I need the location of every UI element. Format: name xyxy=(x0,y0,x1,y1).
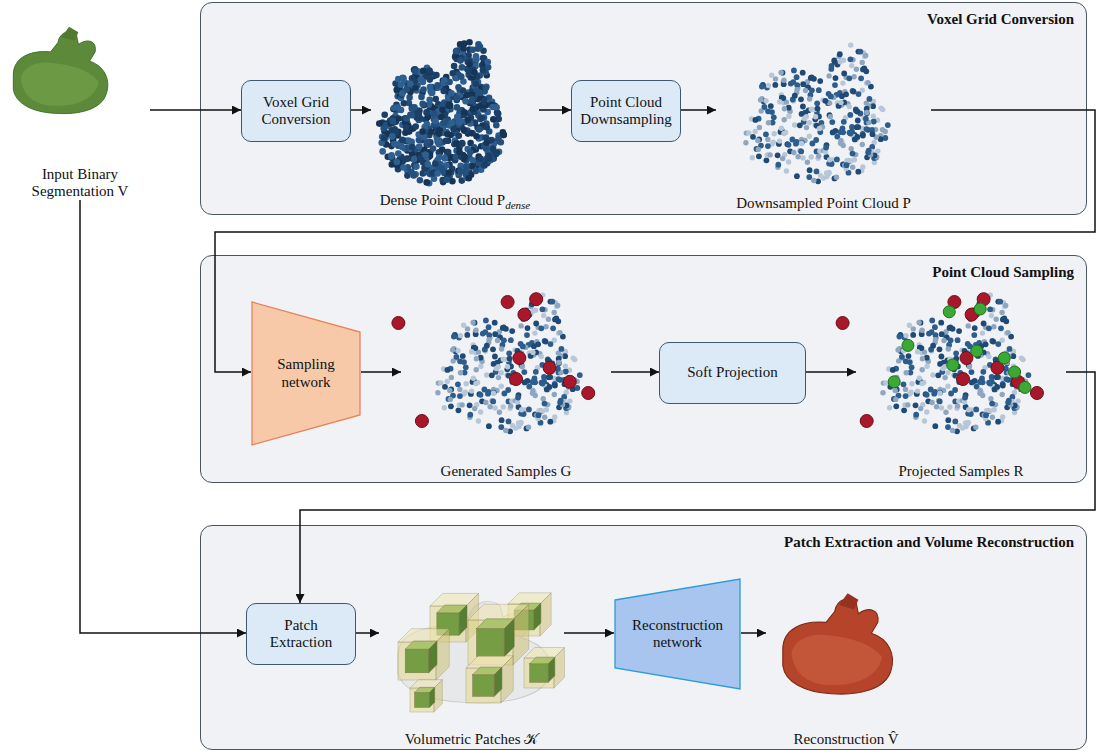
caption-text: Downsampled Point Cloud P xyxy=(736,195,911,211)
sampling-network: Sampling network xyxy=(251,301,361,446)
point-cloud-figure: Generated Samples G xyxy=(401,286,611,480)
panel-title: Patch Extraction and Volume Reconstructi… xyxy=(201,526,1086,551)
stage-panel: Patch Extraction and Volume Reconstructi… xyxy=(200,525,1087,750)
stage-panel: Voxel Grid ConversionVoxel Grid Conversi… xyxy=(200,2,1087,215)
point-cloud-figure: Projected Samples R xyxy=(856,286,1066,480)
process-label: Point Cloud Downsampling xyxy=(578,94,674,129)
figure-caption: Reconstruction V̂ xyxy=(793,731,898,748)
network-label: Reconstruction network xyxy=(621,617,734,652)
vertebra-knob xyxy=(62,27,79,41)
caption-text: Projected Samples R xyxy=(899,463,1024,479)
input-vertebra xyxy=(13,27,107,114)
figure-caption: Input Binary Segmentation V xyxy=(15,166,145,201)
caption-text: Reconstruction V̂ xyxy=(793,731,898,747)
vertebra-shade xyxy=(21,63,99,106)
process-box: Voxel Grid Conversion xyxy=(241,80,351,142)
process-label: Patch Extraction xyxy=(253,617,349,652)
vertebra-shape xyxy=(13,32,107,114)
figure-caption: Downsampled Point Cloud P xyxy=(736,195,911,212)
process-box: Point Cloud Downsampling xyxy=(571,80,681,142)
stage-panel: Point Cloud SamplingSampling networkGene… xyxy=(200,255,1087,483)
input-illustration: Input Binary Segmentation V xyxy=(10,20,150,200)
patches-figure: Volumetric Patches 𝒦 xyxy=(379,576,564,748)
figure-caption: Dense Point Cloud Pdense xyxy=(380,192,530,212)
caption-text: Generated Samples G xyxy=(441,463,572,479)
process-box: Soft Projection xyxy=(659,342,806,404)
trapezoid-shape xyxy=(252,302,360,445)
figure-caption: Volumetric Patches 𝒦 xyxy=(405,731,539,748)
panel-title: Point Cloud Sampling xyxy=(201,256,1086,281)
reconstruction-figure: Reconstruction V̂ xyxy=(766,576,926,748)
caption-text: Input Binary Segmentation V xyxy=(32,166,129,199)
panel-title: Voxel Grid Conversion xyxy=(201,3,1086,28)
caption-subscript: dense xyxy=(505,199,530,211)
process-box: Patch Extraction xyxy=(246,603,356,665)
point-cloud-figure: Downsampled Point Cloud P xyxy=(716,36,931,212)
trapezoid-shape xyxy=(615,579,740,689)
figure-caption: Generated Samples G xyxy=(441,463,572,480)
network-label: Sampling network xyxy=(258,356,354,391)
process-label: Voxel Grid Conversion xyxy=(248,94,344,129)
reconstruction-network: Reconstruction network xyxy=(614,578,741,690)
caption-text: Volumetric Patches 𝒦 xyxy=(405,731,539,747)
process-label: Soft Projection xyxy=(666,364,799,381)
point-cloud-figure: Dense Point Cloud Pdense xyxy=(371,36,539,212)
caption-text: Dense Point Cloud P xyxy=(380,192,505,208)
figure-caption: Projected Samples R xyxy=(899,463,1024,480)
